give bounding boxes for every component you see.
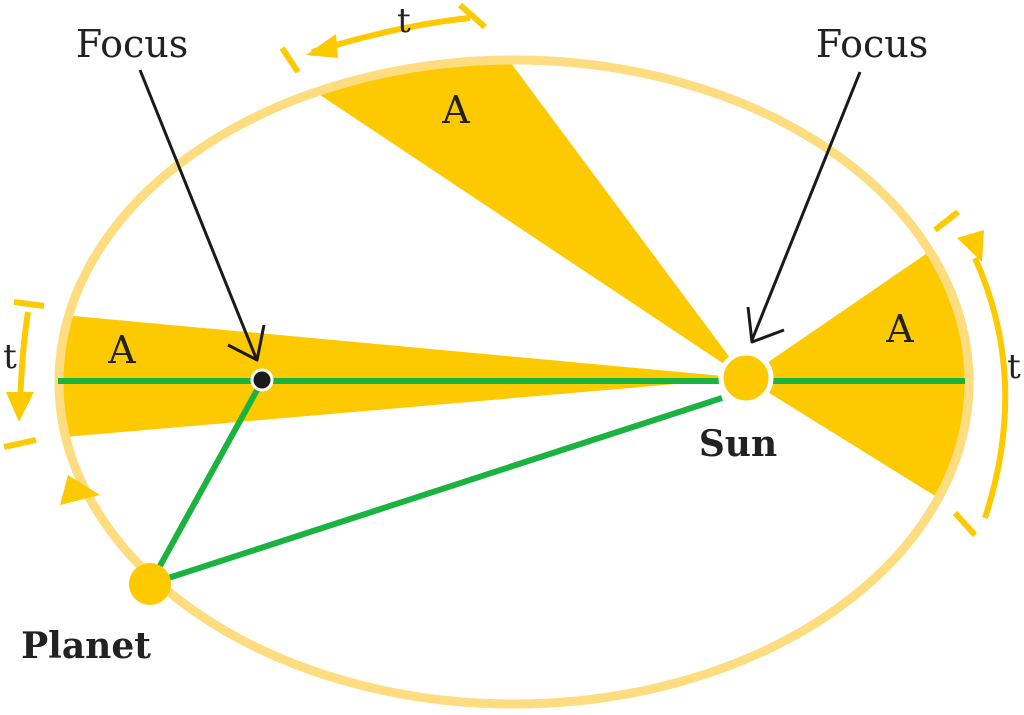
- swept-areas: [59, 60, 969, 530]
- time-arrow-right-top-cap: [933, 209, 960, 233]
- empty-focus-point: [250, 368, 274, 392]
- focal-lines: [58, 378, 965, 587]
- time-arrow-top-head: [306, 34, 338, 58]
- time-arrow-top-start-cap: [279, 46, 301, 74]
- planet-to-empty-focus-line: [147, 379, 265, 586]
- focus-label-left: Focus: [76, 22, 188, 66]
- sector-top: [320, 60, 745, 378]
- right-focus-pointer-head: [746, 306, 785, 344]
- time-arrow-right: [972, 256, 1009, 519]
- right-focus-pointer: [750, 71, 862, 341]
- time-arrow-top-end-cap: [458, 2, 487, 30]
- planet-label: Planet: [21, 625, 151, 667]
- sector-right: [745, 210, 969, 530]
- time-arrow-left-bottom-cap: [3, 437, 37, 450]
- sun: [718, 350, 774, 406]
- time-label-top: t: [397, 1, 411, 41]
- area-label-left: A: [107, 328, 136, 372]
- focus-pointers: [138, 69, 862, 362]
- left-focus-pointer-head: [227, 324, 266, 362]
- time-arrow-right-head: [957, 230, 984, 262]
- time-label-right: t: [1007, 347, 1021, 387]
- planet: [129, 563, 171, 605]
- time-arrow-left-top-cap: [13, 299, 45, 309]
- time-label-left: t: [3, 337, 17, 377]
- orbit-direction-arrowhead: [60, 475, 100, 505]
- time-arrows: [3, 2, 1009, 538]
- time-arrow-right-bottom-cap: [952, 510, 978, 538]
- sun-label: Sun: [699, 423, 777, 465]
- focus-label-right: Focus: [816, 22, 928, 66]
- time-arrow-left: [17, 311, 31, 406]
- area-label-right: A: [885, 307, 914, 351]
- area-label-top: A: [441, 88, 470, 132]
- planet-to-sun-line: [149, 395, 723, 587]
- sector-left: [59, 312, 745, 440]
- time-arrow-left-head: [6, 392, 34, 422]
- left-focus-pointer: [138, 69, 258, 359]
